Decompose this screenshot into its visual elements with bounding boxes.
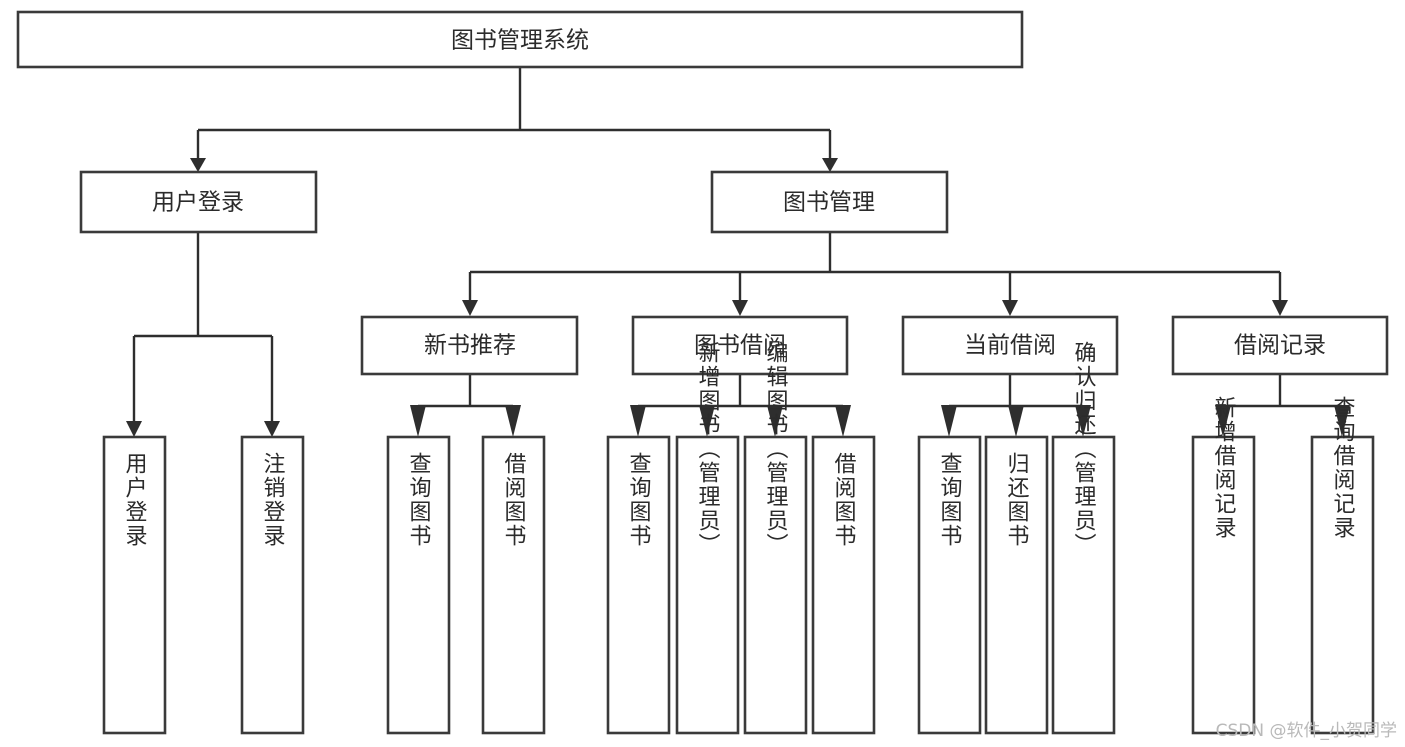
leaf-add-record-label: 新增借阅记录 bbox=[1211, 396, 1237, 540]
leaf-query-book-2-label: 查询图书 bbox=[626, 452, 652, 548]
leaf-add-record-box[interactable] bbox=[1191, 435, 1256, 735]
leaf-add-book-box[interactable] bbox=[675, 435, 740, 735]
leaf-borrow-book-1-label: 借阅图书 bbox=[501, 452, 527, 548]
leaf-query-book-3-box[interactable] bbox=[917, 435, 982, 735]
arrow-bm-c3 bbox=[1002, 300, 1018, 316]
arrow-bb-l1 bbox=[630, 405, 646, 437]
arrow-bb-l2 bbox=[699, 405, 715, 437]
node-borrow-record-box[interactable] bbox=[1171, 315, 1389, 376]
arrow-nbr-l1 bbox=[410, 405, 426, 437]
node-book-manage-box[interactable] bbox=[710, 170, 949, 234]
node-root[interactable]: 图书管理系统 bbox=[16, 10, 1024, 69]
arrow-nbr-l2 bbox=[505, 405, 521, 437]
leaf-confirm-return[interactable]: 确认归还（管理员） bbox=[1051, 341, 1116, 735]
node-user-login-box[interactable] bbox=[79, 170, 318, 234]
node-new-book-rec-label: 新书推荐 bbox=[424, 333, 516, 359]
leaf-query-book-2-box[interactable] bbox=[606, 435, 671, 735]
arrow-bm-c4 bbox=[1272, 300, 1288, 316]
leaf-query-book-3[interactable]: 查询图书 bbox=[917, 435, 982, 735]
node-user-login-label: 用户登录 bbox=[152, 190, 244, 216]
arrow-bb-l3 bbox=[767, 405, 783, 437]
node-root-label: 图书管理系统 bbox=[451, 28, 589, 54]
arrow-bm-c1 bbox=[462, 300, 478, 316]
node-book-manage-label: 图书管理 bbox=[783, 190, 875, 216]
arrow-cb-l1 bbox=[941, 405, 957, 437]
node-current-borrow[interactable]: 当前借阅 bbox=[901, 315, 1119, 376]
leaf-query-book-1-box[interactable] bbox=[386, 435, 451, 735]
arrow-root-to-user-login bbox=[190, 158, 206, 172]
arrow-br-l2 bbox=[1334, 405, 1350, 437]
arrow-br-l1 bbox=[1215, 405, 1231, 437]
arrow-root-to-book-manage bbox=[822, 158, 838, 172]
node-book-borrow[interactable]: 图书借阅 bbox=[631, 315, 849, 376]
leaf-query-book-1-label: 查询图书 bbox=[406, 452, 432, 548]
node-root-box[interactable] bbox=[16, 10, 1024, 69]
leaf-add-record[interactable]: 新增借阅记录 bbox=[1191, 396, 1256, 735]
node-book-borrow-box[interactable] bbox=[631, 315, 849, 376]
leaf-return-book[interactable]: 归还图书 bbox=[984, 435, 1049, 735]
leaf-query-book-2[interactable]: 查询图书 bbox=[606, 435, 671, 735]
leaf-query-record-label: 查询借阅记录 bbox=[1330, 396, 1356, 540]
node-book-manage[interactable]: 图书管理 bbox=[710, 170, 949, 234]
leaf-user-login[interactable]: 用户登录 bbox=[102, 435, 167, 735]
leaf-edit-book-label: 编辑图书（管理员） bbox=[763, 341, 789, 557]
leaf-logout-box[interactable] bbox=[240, 435, 305, 735]
node-user-login[interactable]: 用户登录 bbox=[79, 170, 318, 234]
leaf-confirm-return-label: 确认归还（管理员） bbox=[1071, 341, 1097, 557]
leaf-user-login-label: 用户登录 bbox=[122, 452, 148, 548]
node-borrow-record[interactable]: 借阅记录 bbox=[1171, 315, 1389, 376]
leaf-borrow-book-2-box[interactable] bbox=[811, 435, 876, 735]
leaf-logout-label: 注销登录 bbox=[260, 452, 286, 548]
leaf-query-book-3-label: 查询图书 bbox=[937, 452, 963, 548]
connector-layer bbox=[126, 67, 1350, 437]
leaf-query-book-1[interactable]: 查询图书 bbox=[386, 435, 451, 735]
leaf-query-record[interactable]: 查询借阅记录 bbox=[1310, 396, 1375, 735]
leaf-edit-book[interactable]: 编辑图书（管理员） bbox=[743, 341, 808, 735]
arrow-cb-l2 bbox=[1008, 405, 1024, 437]
csdn-watermark: CSDN @软件_小贺同学 bbox=[1215, 721, 1397, 741]
leaf-query-record-box[interactable] bbox=[1310, 435, 1375, 735]
arrow-bb-l4 bbox=[835, 405, 851, 437]
leaf-logout[interactable]: 注销登录 bbox=[240, 435, 305, 735]
node-new-book-rec[interactable]: 新书推荐 bbox=[360, 315, 579, 376]
leaf-borrow-book-2[interactable]: 借阅图书 bbox=[811, 435, 876, 735]
node-book-borrow-label: 图书借阅 bbox=[694, 333, 786, 359]
node-new-book-rec-box[interactable] bbox=[360, 315, 579, 376]
leaf-edit-book-box[interactable] bbox=[743, 435, 808, 735]
leaf-return-book-label: 归还图书 bbox=[1004, 452, 1030, 548]
leaf-confirm-return-box[interactable] bbox=[1051, 435, 1116, 735]
leaf-borrow-book-2-label: 借阅图书 bbox=[831, 452, 857, 548]
arrow-bm-c2 bbox=[732, 300, 748, 316]
leaf-add-book-label: 新增图书（管理员） bbox=[695, 341, 721, 557]
leaf-return-book-box[interactable] bbox=[984, 435, 1049, 735]
leaf-borrow-book-1[interactable]: 借阅图书 bbox=[481, 435, 546, 735]
leaf-user-login-box[interactable] bbox=[102, 435, 167, 735]
node-current-borrow-label: 当前借阅 bbox=[964, 333, 1056, 359]
arrow-cb-l3 bbox=[1075, 405, 1091, 437]
node-borrow-record-label: 借阅记录 bbox=[1234, 333, 1326, 359]
leaf-borrow-book-1-box[interactable] bbox=[481, 435, 546, 735]
arrow-userlogin-l2 bbox=[264, 421, 280, 437]
leaf-add-book[interactable]: 新增图书（管理员） bbox=[675, 341, 740, 735]
arrow-userlogin-l1 bbox=[126, 421, 142, 437]
node-current-borrow-box[interactable] bbox=[901, 315, 1119, 376]
